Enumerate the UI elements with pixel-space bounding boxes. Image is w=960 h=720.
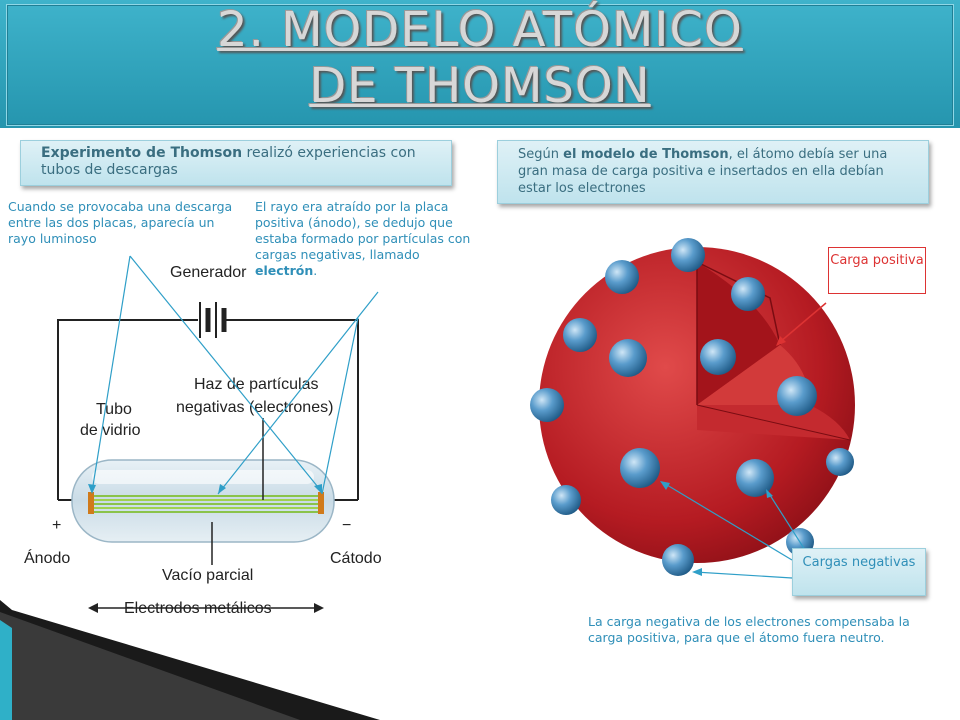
label-plus: + [52, 517, 61, 534]
label-catodo: Cátodo [330, 550, 382, 567]
model-title: el modelo de Thomson [563, 147, 729, 162]
experiment-text: realizó experiencias con tubos de descar… [41, 145, 416, 178]
cathode-plate [318, 492, 324, 514]
electron-beam [94, 495, 318, 513]
title-line-1: 2. MODELO ATÓMICO [217, 2, 743, 58]
label-vacio: Vacío parcial [162, 567, 253, 584]
model-box: Según el modelo de Thomson, el átomo deb… [497, 140, 929, 204]
label-electrodos: Electrodos metálicos [124, 600, 272, 617]
anode-plate [88, 492, 94, 514]
experiment-title: Experimento de Thomson [41, 145, 243, 161]
carga-positiva-label: Carga positiva [828, 247, 926, 294]
label-minus: − [342, 517, 351, 534]
label-anodo: Ánodo [24, 548, 70, 567]
experiment-box: Experimento de Thomson realizó experienc… [20, 140, 452, 186]
note-electron-end: . [313, 263, 318, 278]
note-electron: El rayo era atraído por la placa positiv… [255, 199, 480, 279]
cargas-negativas-label: Cargas negativas [792, 548, 926, 596]
title-frame [6, 4, 954, 126]
label-generador: Generador [170, 264, 247, 281]
title-bar: 2. MODELO ATÓMICO DE THOMSON [0, 0, 960, 128]
label-haz-1: Haz de partículas [194, 376, 319, 393]
label-tubo-2: de vidrio [80, 422, 141, 439]
label-tubo-1: Tubo [96, 401, 132, 418]
model-prefix: Según [518, 147, 564, 162]
electron-dots [530, 238, 854, 576]
model-text: , el átomo debía ser una gran masa de ca… [518, 147, 888, 196]
note-neutral: La carga negativa de los electrones comp… [588, 614, 910, 645]
note-electron-bold: electrón [255, 263, 314, 278]
page-title: 2. MODELO ATÓMICO DE THOMSON [0, 2, 960, 114]
label-haz-2: negativas (electrones) [176, 399, 333, 416]
title-line-2: DE THOMSON [309, 58, 651, 114]
note-electron-text: El rayo era atraído por la placa positiv… [255, 199, 471, 262]
note-discharge: Cuando se provocaba una descarga entre l… [8, 199, 233, 246]
